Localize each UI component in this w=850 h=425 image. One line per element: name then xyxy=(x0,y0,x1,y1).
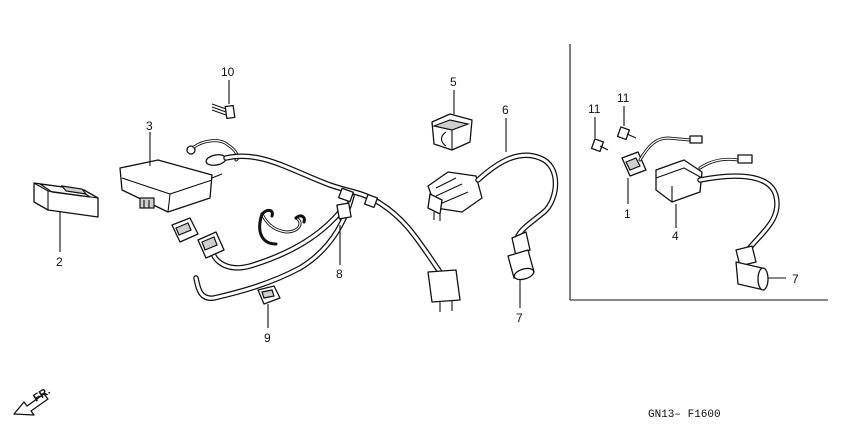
part-plug-cap-a xyxy=(507,231,535,281)
part-bolt-11a xyxy=(590,138,609,153)
part-ignition-coil xyxy=(427,152,559,239)
part-rubber-mount xyxy=(431,113,473,151)
callout-9: 9 xyxy=(264,331,271,345)
callout-1: 1 xyxy=(624,207,631,221)
callout-6: 6 xyxy=(502,103,509,117)
ground-terminal xyxy=(186,139,240,166)
callout-2: 2 xyxy=(56,255,63,269)
callout-8: 8 xyxy=(336,267,343,281)
part-clip xyxy=(257,285,281,305)
callout-11b: 11 xyxy=(617,91,630,105)
callout-3: 3 xyxy=(146,119,153,133)
callout-7b: 7 xyxy=(792,272,799,286)
part-wire-harness xyxy=(171,153,461,312)
part-bolt-10 xyxy=(211,103,236,120)
inset-frame xyxy=(569,44,828,301)
part-exciter-coil xyxy=(621,135,703,177)
part-ignition-coil-inset xyxy=(655,154,780,253)
callout-5: 5 xyxy=(450,75,457,89)
callout-7a: 7 xyxy=(516,311,523,325)
callout-4: 4 xyxy=(672,229,679,243)
part-bolt-11b xyxy=(616,126,637,141)
callout-11a: 11 xyxy=(588,102,601,116)
figure-reference: GN13– F1600 xyxy=(648,409,721,421)
front-direction-arrow-icon xyxy=(13,393,49,416)
callout-10: 10 xyxy=(221,65,235,79)
part-coupler-cover xyxy=(33,182,99,218)
part-cdi-unit xyxy=(119,159,223,213)
part-plug-cap-b xyxy=(735,245,769,291)
